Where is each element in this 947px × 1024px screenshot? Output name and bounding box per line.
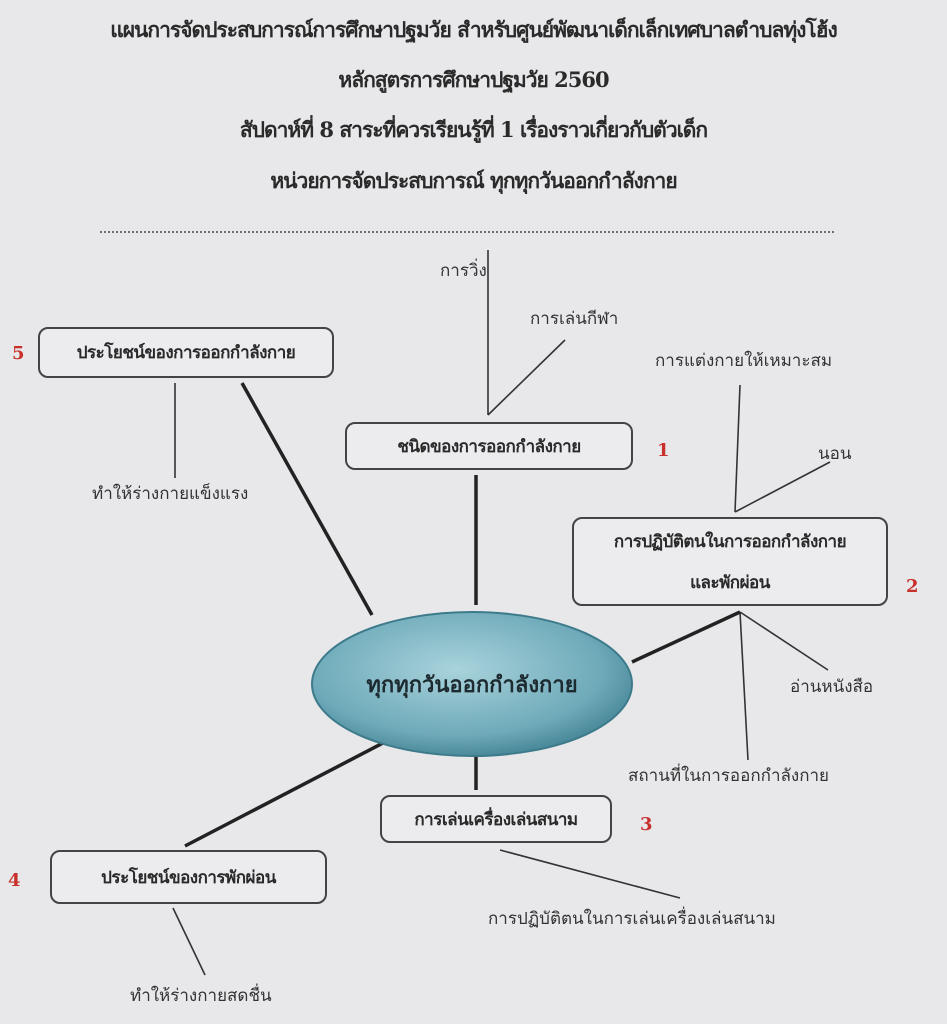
center-ellipse	[311, 611, 633, 757]
branch-3-label: การเล่นเครื่องเล่นสนาม	[414, 809, 578, 830]
branch-4-box: ประโยชน์ของการพักผ่อน	[50, 850, 327, 904]
branch-1-number: 1	[657, 440, 670, 461]
center-topic: ทุกทุกวันออกกำลังกาย	[366, 671, 578, 698]
branch-4-number: 4	[8, 870, 21, 891]
branch-1-box: ชนิดของการออกกำลังกาย	[345, 422, 633, 470]
branch-3-box: การเล่นเครื่องเล่นสนาม	[380, 795, 612, 843]
branch-2-label-line2: และพักผ่อน	[690, 572, 770, 593]
branch-2-box: การปฏิบัติตนในการออกกำลังกาย และพักผ่อน	[572, 517, 888, 606]
leaf-playground-conduct: การปฏิบัติตนในการเล่นเครื่องเล่นสนาม	[488, 909, 776, 929]
branch-2-number: 2	[906, 576, 919, 597]
branch-5-label: ประโยชน์ของการออกกำลังกาย	[76, 343, 296, 363]
header-line-2: หลักสูตรการศึกษาปฐมวัย 2560	[338, 67, 609, 92]
leaf-strong: ทำให้ร่างกายแข็งแรง	[92, 484, 249, 504]
branch-3-number: 3	[640, 814, 653, 835]
branch-2-label-line1: การปฏิบัติตนในการออกกำลังกาย	[613, 531, 847, 552]
leaf-running: การวิ่ง	[440, 261, 487, 281]
leaf-refreshed: ทำให้ร่างกายสดชื่น	[130, 986, 272, 1006]
branch-5-number: 5	[12, 343, 25, 364]
header-line-3: สัปดาห์ที่ 8 สาระที่ควรเรียนรู้ที่ 1 เรื…	[239, 117, 708, 142]
header-line-4: หน่วยการจัดประสบการณ์ ทุกทุกวันออกกำลังก…	[270, 168, 677, 193]
branch-1-label: ชนิดของการออกกำลังกาย	[397, 436, 581, 457]
leaf-reading: อ่านหนังสือ	[790, 677, 874, 697]
leaf-sports: การเล่นกีฬา	[530, 309, 619, 329]
leaf-sleep: นอน	[818, 444, 852, 464]
header-line-1: แผนการจัดประสบการณ์การศึกษาปฐมวัย สำหรับ…	[110, 17, 838, 42]
leaf-place: สถานที่ในการออกกำลังกาย	[628, 766, 830, 786]
branch-4-label: ประโยชน์ของการพักผ่อน	[101, 867, 276, 888]
leaf-dress: การแต่งกายให้เหมาะสม	[655, 351, 833, 371]
branch-5-box: ประโยชน์ของการออกกำลังกาย	[38, 327, 334, 378]
